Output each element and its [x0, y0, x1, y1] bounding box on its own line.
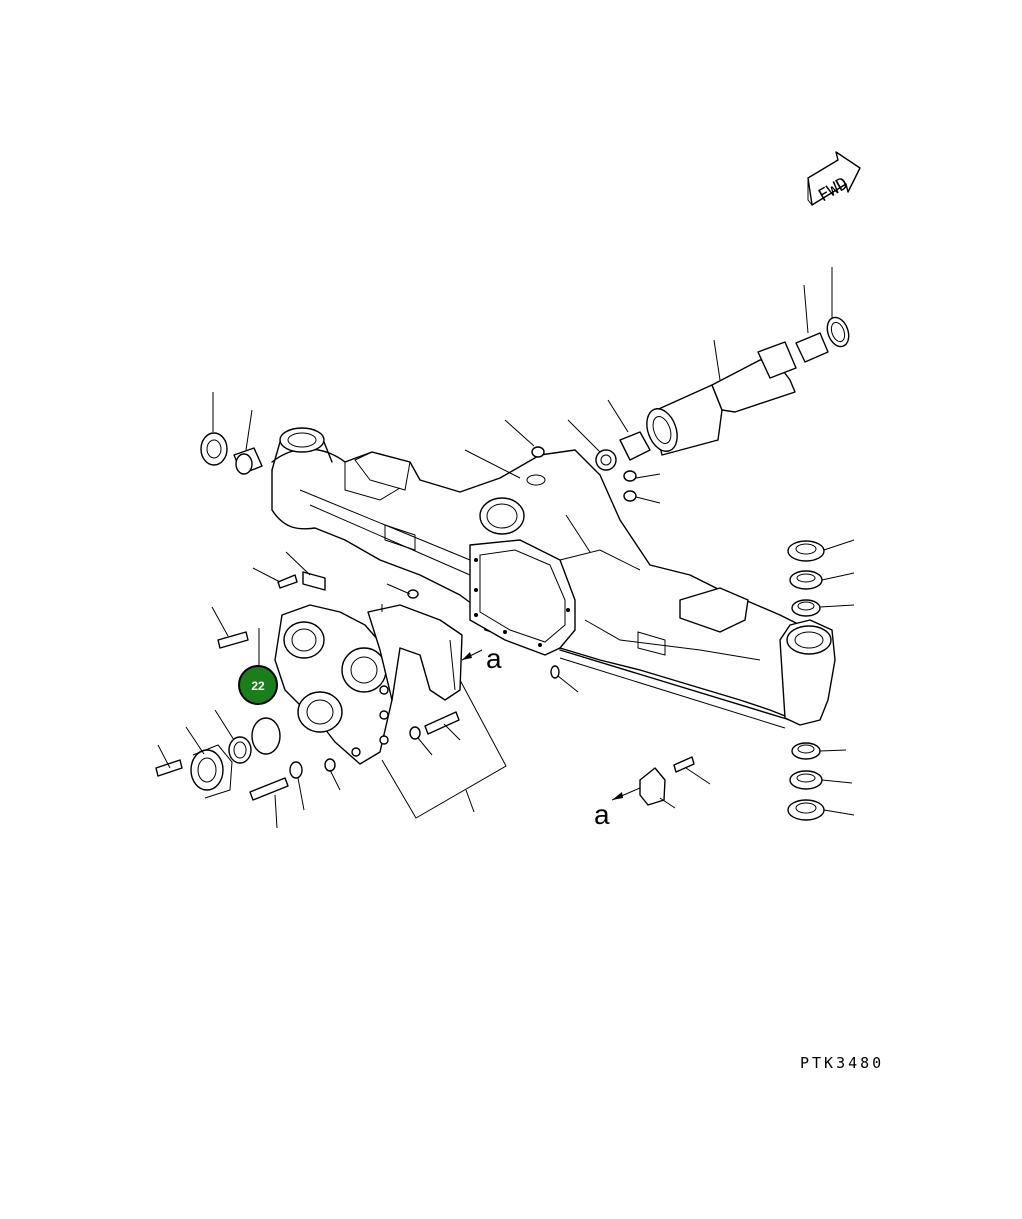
- right-seal-stack: [787, 540, 825, 821]
- left-bushing-and-seal: [200, 432, 263, 475]
- section-ref-lower: a: [594, 787, 641, 830]
- section-ref-label-upper: a: [486, 643, 502, 674]
- callout-badge-number[interactable]: 22: [251, 679, 265, 693]
- carrier-bracket-assembly: [155, 446, 695, 806]
- trunnion-shaft-assembly: [595, 316, 850, 471]
- leader-lines: [157, 267, 855, 829]
- section-ref-label-lower: a: [594, 799, 610, 830]
- callout-badge[interactable]: 22: [238, 665, 278, 705]
- fwd-direction-arrow: FWD: [807, 151, 861, 207]
- drawing-code: PTK3480: [800, 1054, 884, 1072]
- fwd-label: FWD: [815, 174, 852, 207]
- section-ref-upper: a: [461, 643, 502, 674]
- callout-badge-circle[interactable]: [238, 665, 278, 705]
- axle-housing: [271, 427, 836, 729]
